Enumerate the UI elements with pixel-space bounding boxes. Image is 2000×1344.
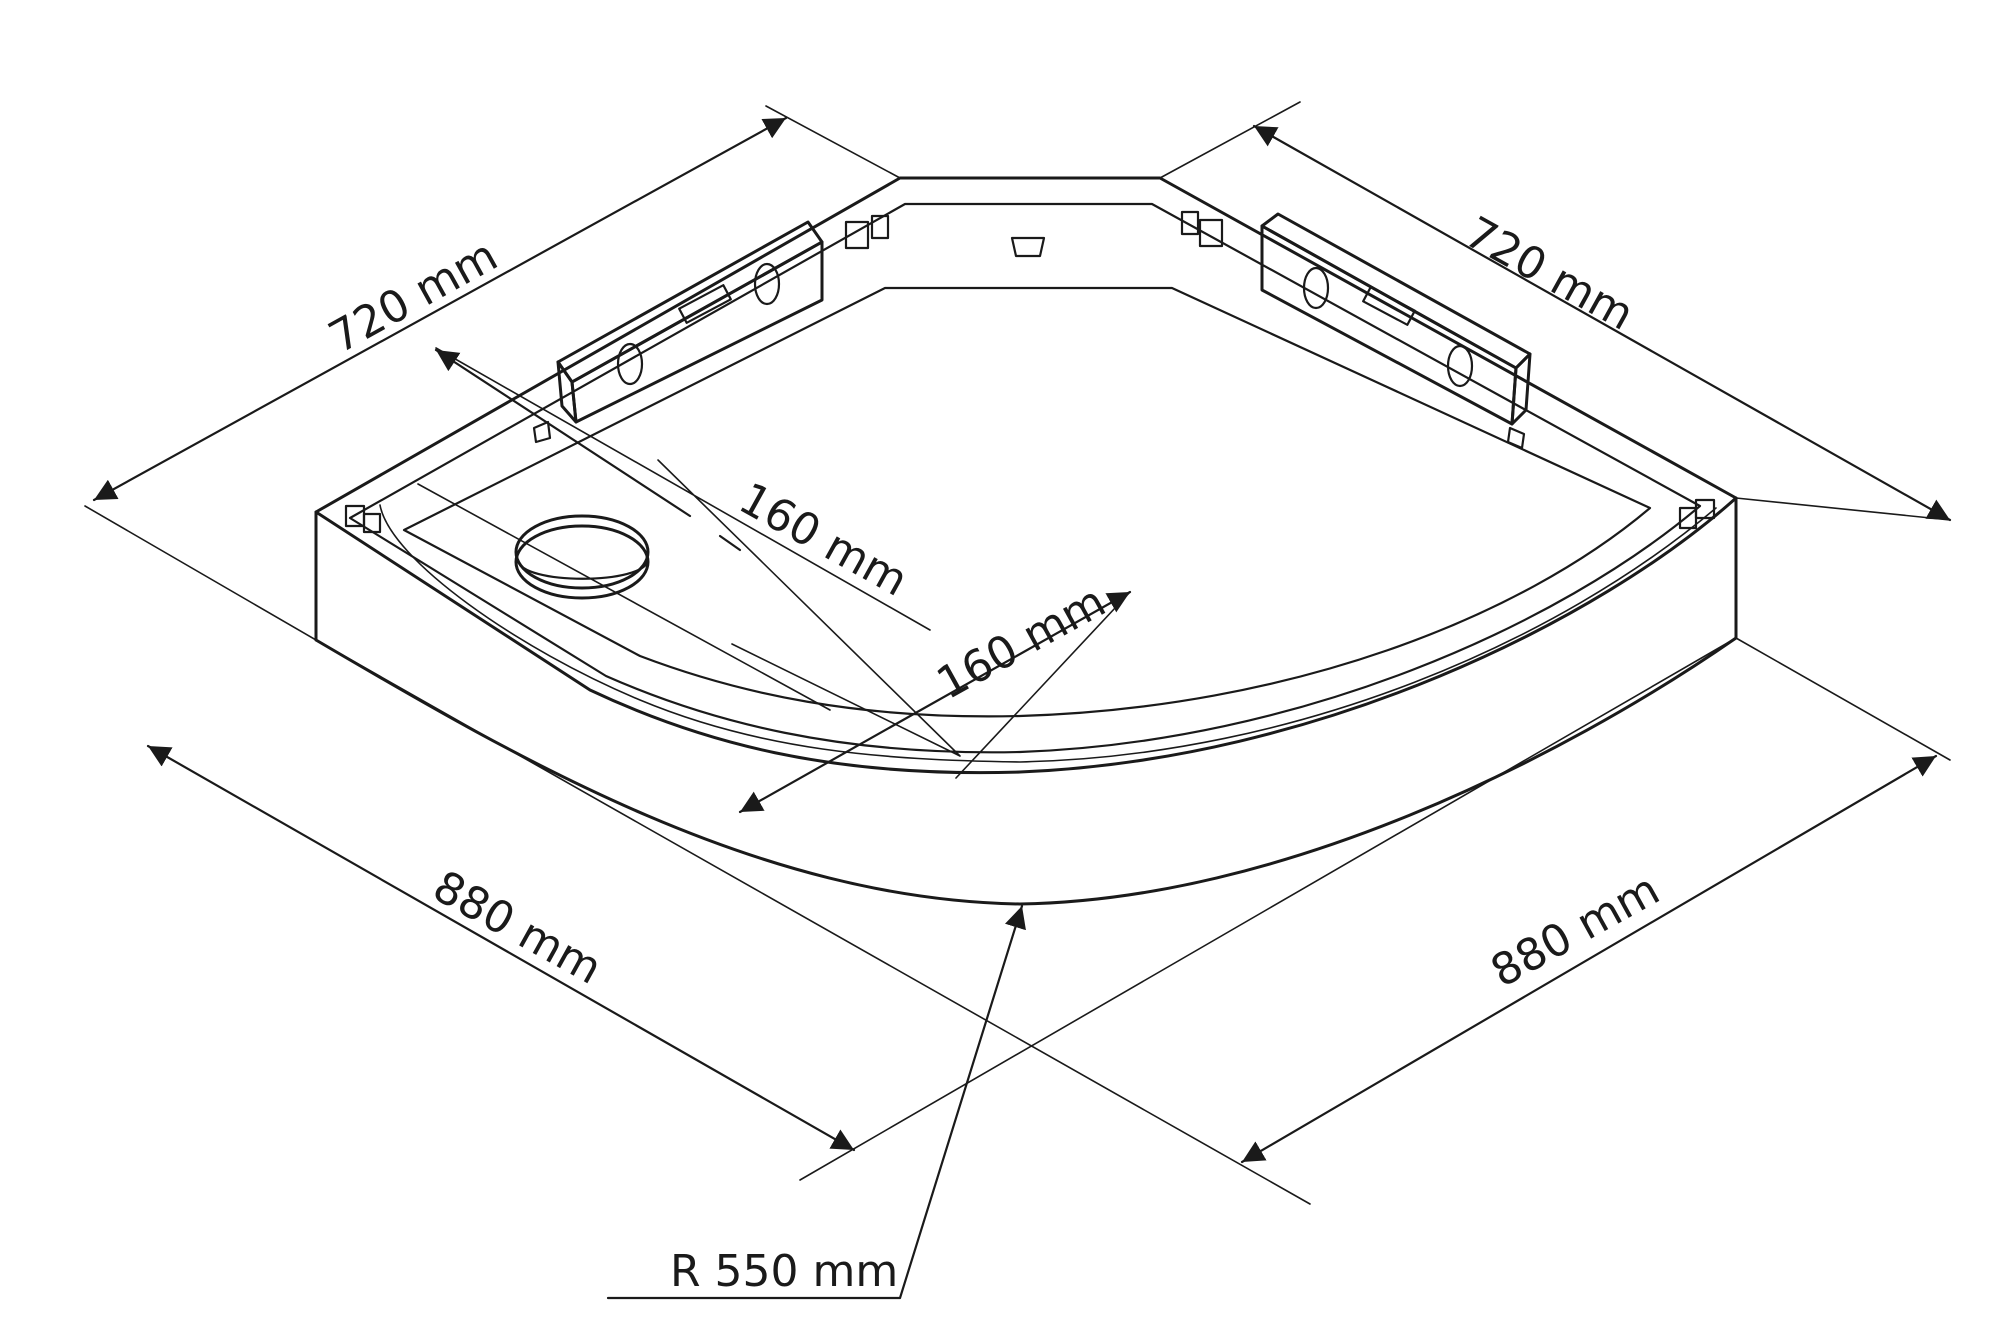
- dim-line-back-left: [92, 116, 788, 502]
- dim-line-front-left: [146, 744, 856, 1152]
- dim-line-front-right: [1240, 754, 1938, 1164]
- dim-line-drain-a: [434, 348, 692, 518]
- dimension-lines: [84, 101, 1952, 1300]
- dim-line-radius: [606, 904, 1026, 1300]
- overflow-slot: [1010, 236, 1046, 258]
- tray-inner-rim: [348, 202, 1702, 754]
- drain: [514, 514, 650, 600]
- rim-tab-right: [1506, 426, 1526, 450]
- label-front-left-length: 880 mm: [425, 861, 610, 995]
- spirit-level-left: [556, 220, 824, 424]
- corner-clip-back-left: [844, 214, 890, 250]
- rim-tab-left: [532, 420, 552, 444]
- dim-line-back-right: [1252, 124, 1952, 522]
- label-radius: R 550 mm: [670, 1246, 898, 1297]
- label-drain-offset-b: 160 mm: [929, 576, 1114, 710]
- label-back-right-width: 720 mm: [1457, 207, 1642, 341]
- label-back-left-width: 720 mm: [321, 230, 506, 364]
- tray-skirt: [314, 496, 1738, 906]
- corner-clip-left: [344, 504, 382, 534]
- label-drain-offset-a: 160 mm: [731, 473, 916, 607]
- corner-clip-back-right: [1180, 210, 1224, 248]
- label-front-right-length: 880 mm: [1483, 864, 1668, 998]
